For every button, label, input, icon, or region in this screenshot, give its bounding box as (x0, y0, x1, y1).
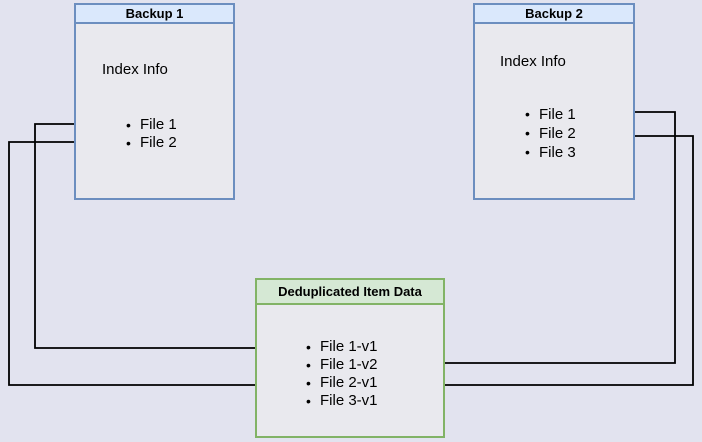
list-item: • File 1-v1 (306, 338, 378, 356)
list-item: • File 1 (525, 105, 576, 124)
file-label: File 2-v1 (320, 374, 378, 391)
list-item: • File 3 (525, 143, 576, 162)
bullet-icon: • (306, 357, 311, 373)
bullet-icon: • (525, 125, 530, 141)
dedup-header: Deduplicated Item Data (257, 280, 443, 305)
file-label: File 1-v1 (320, 338, 378, 355)
dedup-node: Deduplicated Item Data • File 1-v1 • Fil… (255, 278, 445, 438)
backup2-subtitle: Index Info (500, 53, 566, 70)
file-label: File 2 (140, 134, 177, 151)
bullet-icon: • (126, 135, 131, 151)
backup1-file-list: • File 1 • File 2 (126, 116, 177, 152)
backup1-header: Backup 1 (76, 5, 233, 24)
file-label: File 1-v2 (320, 356, 378, 373)
backup2-title: Backup 2 (525, 6, 583, 21)
backup2-header: Backup 2 (475, 5, 633, 24)
bullet-icon: • (306, 375, 311, 391)
backup2-file-list: • File 1 • File 2 • File 3 (525, 105, 576, 162)
bullet-icon: • (306, 393, 311, 409)
list-item: • File 2 (126, 134, 177, 152)
backup1-title: Backup 1 (125, 6, 184, 21)
list-item: • File 1 (126, 116, 177, 134)
bullet-icon: • (525, 106, 530, 122)
backup1-node: Backup 1 Index Info • File 1 • File 2 (74, 3, 235, 200)
file-label: File 3-v1 (320, 392, 378, 409)
file-label: File 1 (539, 106, 576, 123)
bullet-icon: • (525, 144, 530, 160)
bullet-icon: • (306, 339, 311, 355)
list-item: • File 2 (525, 124, 576, 143)
list-item: • File 2-v1 (306, 374, 378, 392)
list-item: • File 3-v1 (306, 392, 378, 410)
backup1-subtitle: Index Info (102, 61, 168, 78)
file-label: File 2 (539, 125, 576, 142)
dedup-title: Deduplicated Item Data (278, 284, 422, 299)
bullet-icon: • (126, 117, 131, 133)
backup2-node: Backup 2 Index Info • File 1 • File 2 • … (473, 3, 635, 200)
dedup-file-list: • File 1-v1 • File 1-v2 • File 2-v1 • Fi… (306, 338, 378, 410)
list-item: • File 1-v2 (306, 356, 378, 374)
file-label: File 1 (140, 116, 177, 133)
file-label: File 3 (539, 144, 576, 161)
